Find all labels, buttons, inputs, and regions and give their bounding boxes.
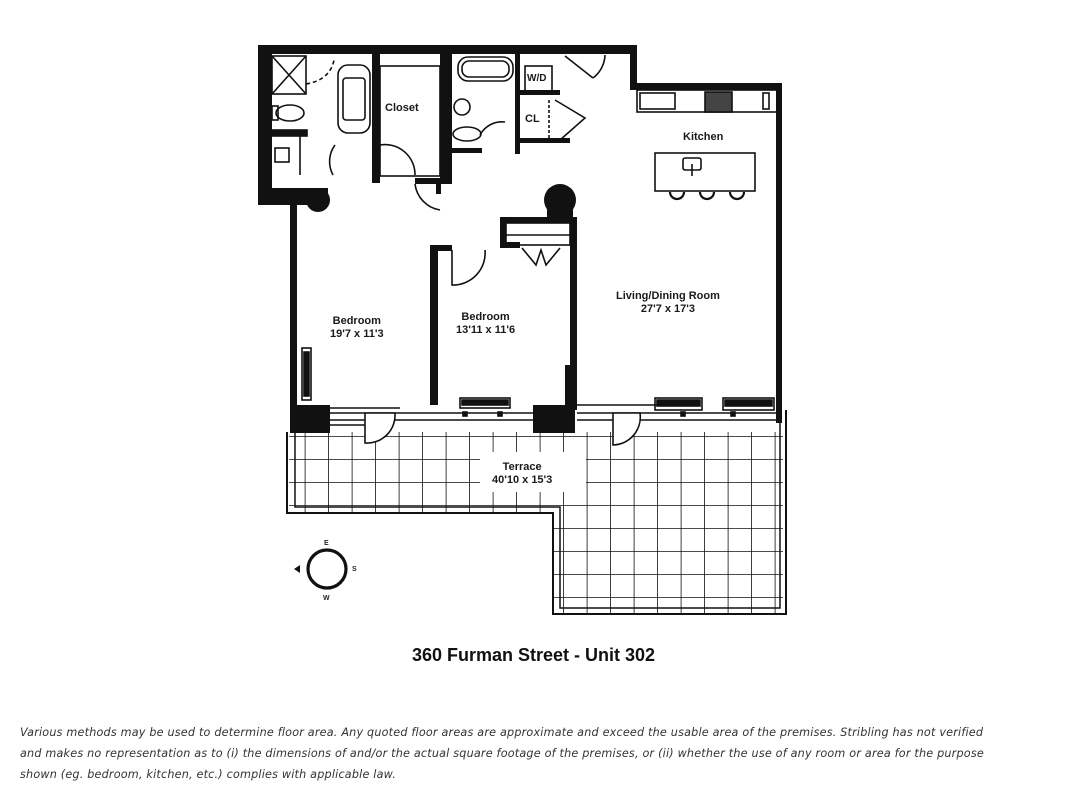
room-dimensions-bedroom-1: 19'7 x 11'3 [330,328,384,340]
compass-south-label: S [352,566,357,573]
disclaimer-line-2: and makes no representation as to (i) th… [20,747,984,760]
walls [258,45,782,433]
disclaimer-line-1: Various methods may be used to determine… [20,726,984,739]
washer-dryer-label: W/D [527,73,547,84]
compass-west-label: W [323,595,330,602]
north-arrow-icon [294,565,300,573]
room-dimensions-terrace: 40'10 x 15'3 [492,474,553,486]
disclaimer-line-3: shown (eg. bedroom, kitchen, etc.) compl… [20,768,397,781]
room-label-terrace: Terrace [502,461,542,473]
room-label-bedroom-2: Bedroom [461,311,510,323]
small-closet-label: CL [525,113,540,125]
floor-plan-drawing [258,45,787,615]
fixtures-lines [271,54,778,446]
room-dimensions-living-dining: 27'7 x 17'3 [640,303,696,315]
terrace-area [286,410,787,615]
disclaimer: Various methods may be used to determine… [20,722,1055,785]
room-dimensions-bedroom-2: 13'11 x 11'6 [456,324,516,336]
room-label-bedroom-1: Bedroom [332,315,381,327]
compass-icon [294,548,348,590]
room-bedroom-1: Bedroom 19'7 x 11'3 [330,315,384,341]
floor-plan: Closet Kitchen Bedroom 19'7 x 11'3 Bedro… [258,45,787,615]
room-terrace: Terrace 40'10 x 15'3 [492,461,552,487]
room-bedroom-2: Bedroom 13'11 x 11'6 [456,311,515,337]
room-label-closet: Closet [385,102,419,114]
room-label-living-dining: Living/Dining Room [616,290,720,302]
room-living-dining: Living/Dining Room 27'7 x 17'3 [616,290,720,316]
listing-title: 360 Furman Street - Unit 302 [411,645,656,665]
room-label-kitchen: Kitchen [683,131,724,143]
compass-east-label: E [324,540,329,547]
